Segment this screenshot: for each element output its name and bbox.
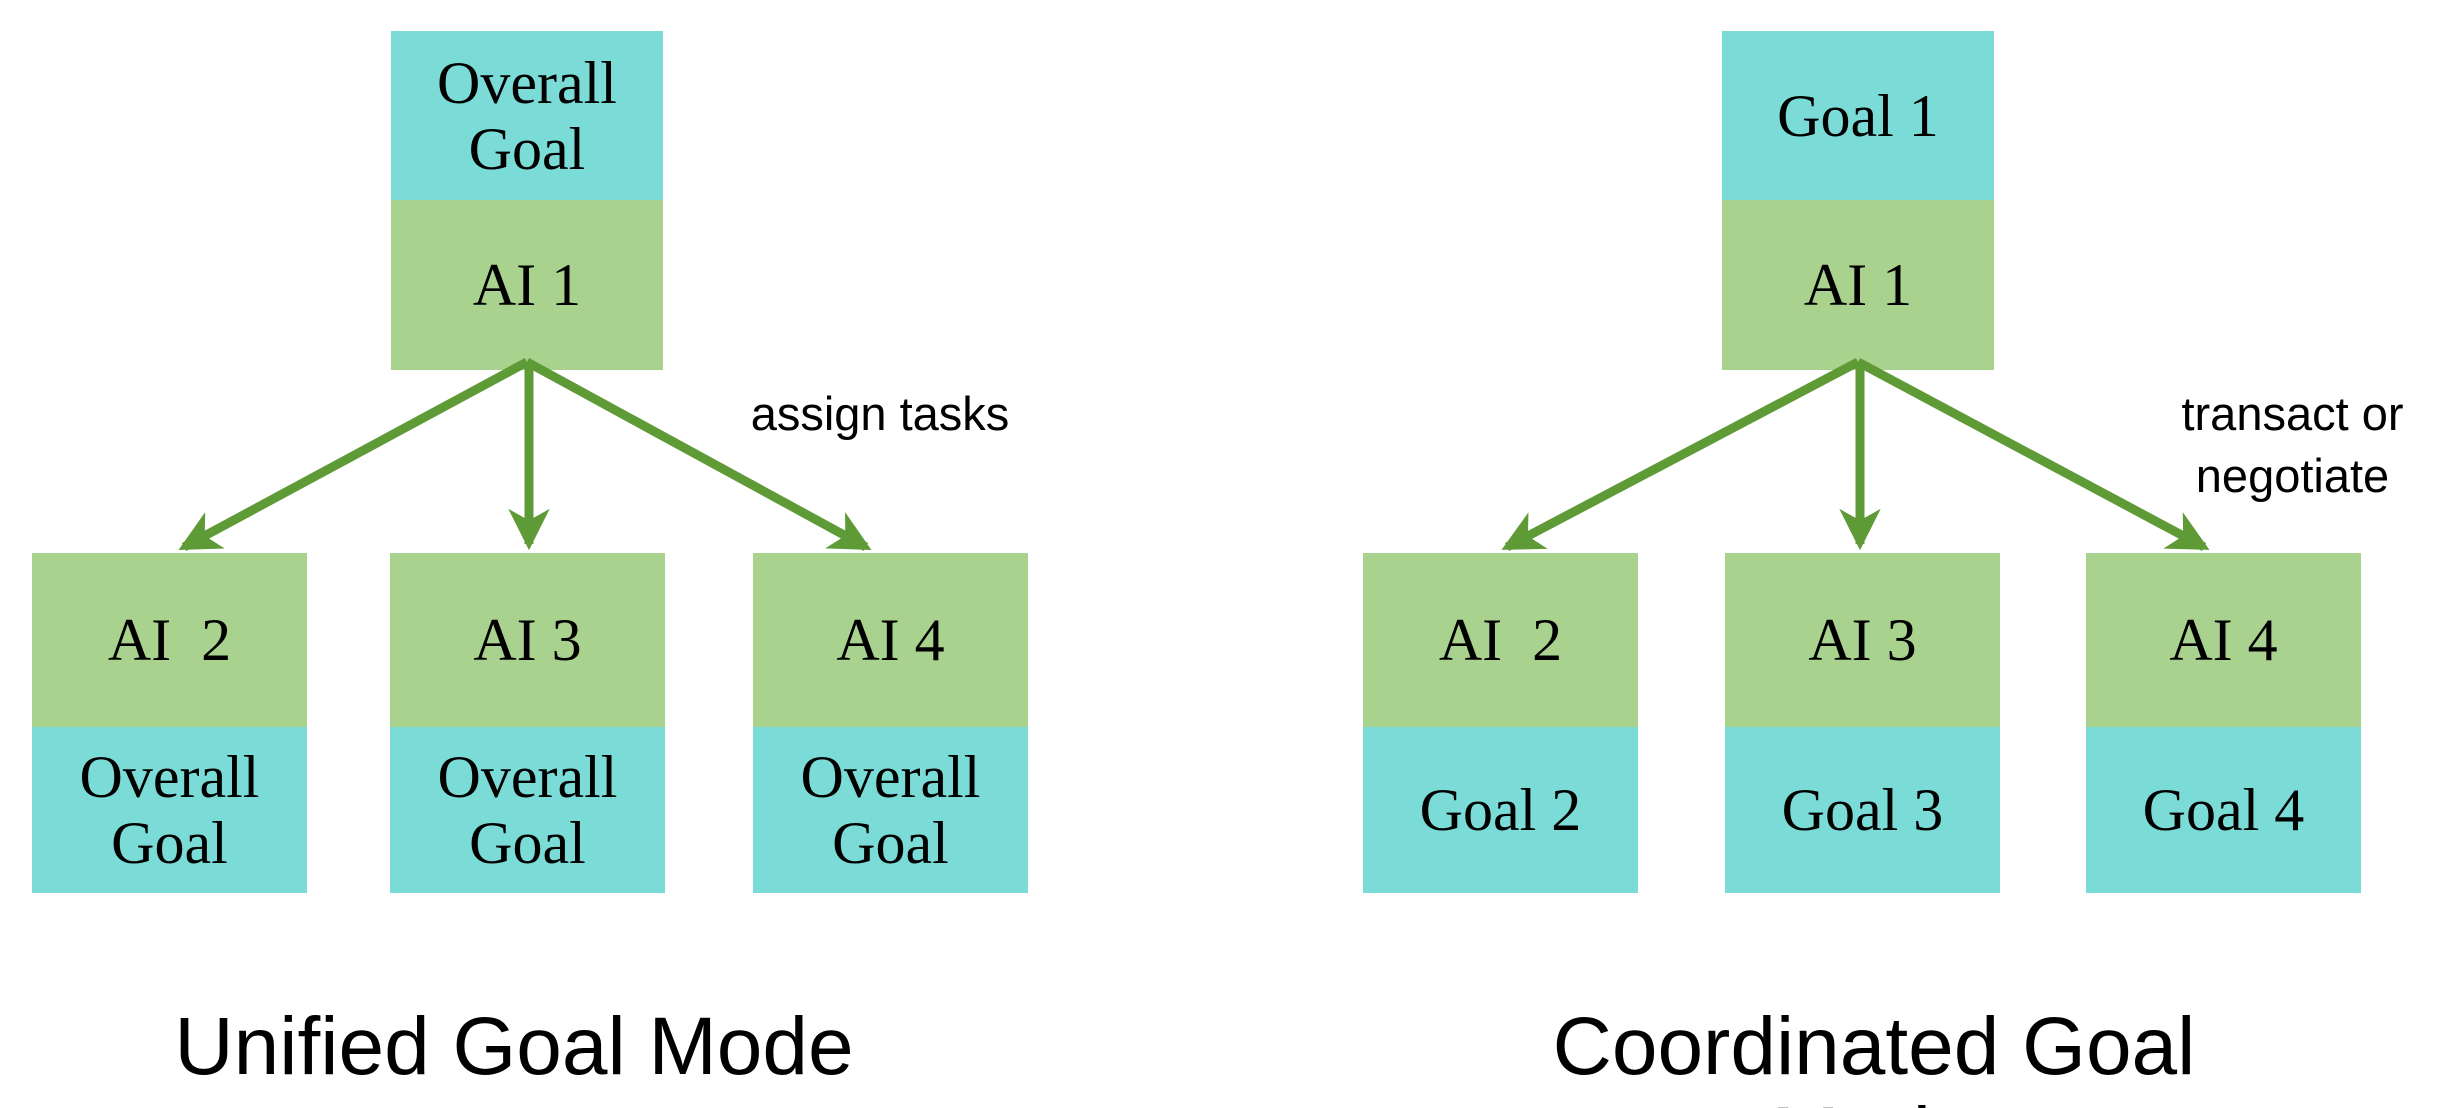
coordinated-child3-agent-segment: AI 4 — [2086, 553, 2361, 727]
unified-child3-goal-label: Overall Goal — [800, 744, 996, 876]
unified-child2-goal-label: Overall Goal — [437, 744, 633, 876]
coordinated-arrows — [1501, 358, 2210, 551]
arrow-unified-to-ai2 — [178, 358, 530, 551]
coordinated-child3-goal-label: Goal 4 — [2142, 777, 2305, 843]
coordinated-child2-goal-segment: Goal 3 — [1725, 727, 2000, 893]
coordinated-root-agent-label: AI 1 — [1803, 252, 1913, 318]
coordinated-child2-agent-label: AI 3 — [1808, 607, 1917, 673]
coordinated-arrow-label: transact or negotiate — [2181, 387, 2404, 502]
unified-root-goal-label: Overall Goal — [437, 49, 632, 182]
unified-child1-agent-segment: AI 2 — [32, 553, 307, 727]
coordinated-child2-agent-segment: AI 3 — [1725, 553, 2000, 727]
coordinated-child1-goal-segment: Goal 2 — [1363, 727, 1638, 893]
unified-caption: Unified Goal Mode — [174, 1001, 854, 1092]
coordinated-child-node-1: AI 2 Goal 2 — [1363, 553, 1638, 893]
coordinated-child1-goal-label: Goal 2 — [1419, 777, 1582, 843]
unified-child1-goal-segment: Overall Goal — [32, 727, 307, 893]
unified-child1-goal-label: Overall Goal — [79, 744, 275, 876]
coordinated-caption: Coordinated Goal Mode — [1552, 1001, 2196, 1108]
unified-child3-goal-segment: Overall Goal — [753, 727, 1028, 893]
coordinated-child3-goal-segment: Goal 4 — [2086, 727, 2361, 893]
unified-child-node-2: AI 3 Overall Goal — [390, 553, 665, 893]
unified-child-node-3: AI 4 Overall Goal — [753, 553, 1028, 893]
arrow-coordinated-to-ai2 — [1501, 358, 1861, 551]
coordinated-child2-goal-label: Goal 3 — [1781, 777, 1944, 843]
coordinated-root-goal-label: Goal 1 — [1777, 82, 1939, 149]
unified-root-agent-segment: AI 1 — [391, 200, 663, 370]
coordinated-root-agent-segment: AI 1 — [1722, 200, 1994, 370]
unified-child3-agent-segment: AI 4 — [753, 553, 1028, 727]
coordinated-root-goal-segment: Goal 1 — [1722, 31, 1994, 200]
unified-child3-agent-label: AI 4 — [836, 607, 945, 673]
unified-root-agent-label: AI 1 — [472, 252, 582, 318]
unified-root-goal-segment: Overall Goal — [391, 31, 663, 200]
unified-child1-agent-label: AI 2 — [107, 607, 232, 673]
coordinated-child-node-2: AI 3 Goal 3 — [1725, 553, 2000, 893]
coordinated-child1-agent-segment: AI 2 — [1363, 553, 1638, 727]
unified-child2-goal-segment: Overall Goal — [390, 727, 665, 893]
unified-child2-agent-segment: AI 3 — [390, 553, 665, 727]
unified-root-node: Overall Goal AI 1 — [391, 31, 663, 370]
unified-child-node-1: AI 2 Overall Goal — [32, 553, 307, 893]
coordinated-child3-agent-label: AI 4 — [2169, 607, 2278, 673]
coordinated-child-node-3: AI 4 Goal 4 — [2086, 553, 2361, 893]
unified-child2-agent-label: AI 3 — [473, 607, 582, 673]
unified-arrow-label: assign tasks — [750, 387, 1010, 440]
coordinated-root-node: Goal 1 AI 1 — [1722, 31, 1994, 370]
coordinated-child1-agent-label: AI 2 — [1438, 607, 1563, 673]
